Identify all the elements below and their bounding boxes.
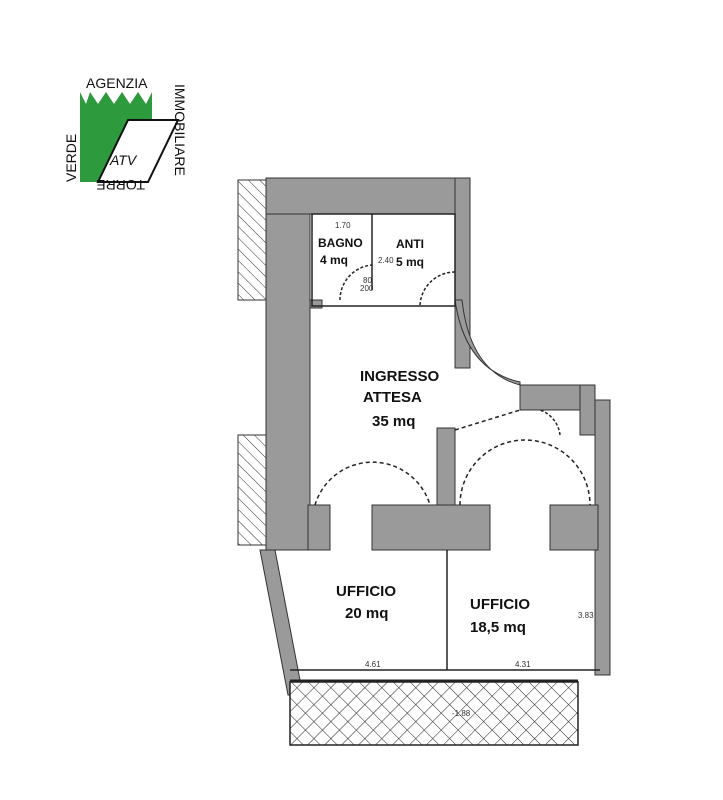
room-ufficio2-area: 18,5 mq [470, 619, 526, 636]
logo-green-crown [80, 92, 152, 182]
room-anti-area: 5 mq [396, 255, 424, 269]
dim-door: 80 [363, 276, 372, 285]
room-ingresso-area: 35 mq [372, 413, 415, 430]
room-bagno-area: 4 mq [320, 253, 348, 267]
dim-door-height: 200 [360, 284, 374, 293]
room-ingresso-name: INGRESSO [360, 368, 440, 385]
logo-parallelogram [96, 119, 180, 183]
room-bagno-name: BAGNO [318, 236, 363, 250]
room-ufficio2-name: UFFICIO [470, 596, 530, 613]
dim-anti-height: 2.40 [378, 256, 394, 265]
room-ufficio1-area: 20 mq [345, 605, 388, 622]
logo-mark: ATV [109, 152, 138, 168]
room-attesa-name: ATTESA [363, 389, 422, 406]
dim-terrace-level: -1.88 [452, 709, 471, 718]
walls [237, 177, 611, 701]
room-anti-name: ANTI [396, 237, 424, 251]
logo-left-text: VERDE [63, 134, 79, 182]
dim-ufficio1-width: 4.61 [365, 660, 381, 669]
logo-top-text: AGENZIA [86, 75, 148, 91]
terrace [289, 681, 579, 746]
dim-bagno-width: 1.70 [335, 221, 351, 230]
dim-ufficio2-width: 4.31 [515, 660, 531, 669]
agency-logo: ATV AGENZIA IMMOBILIARE TORRE VERDE [63, 75, 188, 193]
dim-ufficio2-depth: 3.83 [578, 611, 594, 620]
interior-lines [290, 213, 600, 671]
logo-right-text: IMMOBILIARE [172, 84, 188, 176]
logo-bottom-text: TORRE [96, 177, 145, 193]
room-ufficio1-name: UFFICIO [336, 583, 396, 600]
